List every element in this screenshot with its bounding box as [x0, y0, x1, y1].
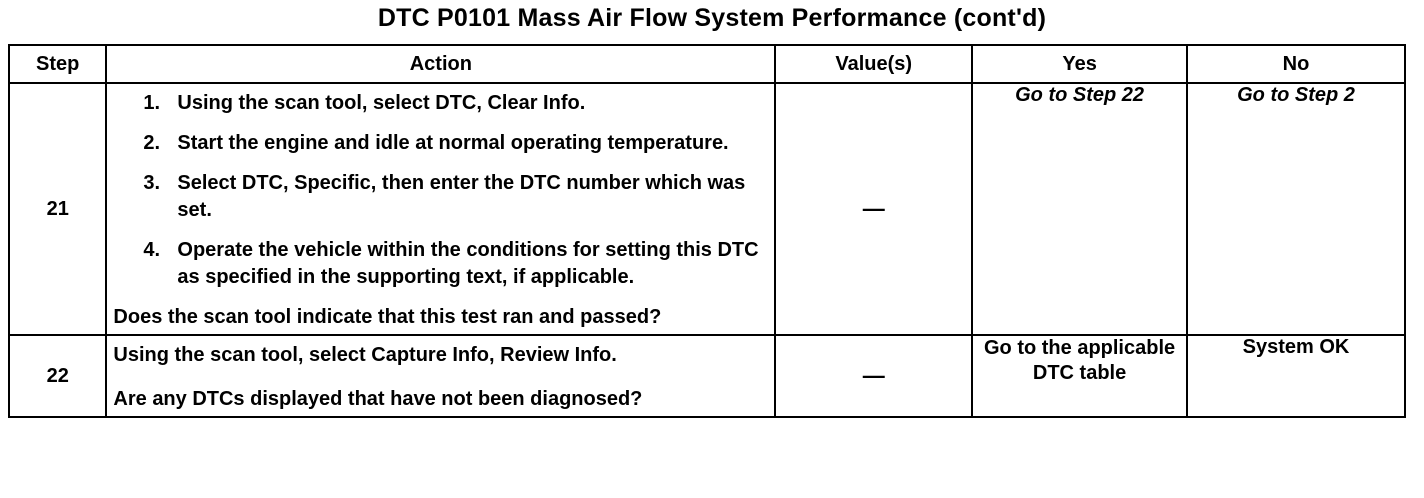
spacer	[111, 368, 768, 384]
table-row: 21 1. Using the scan tool, select DTC, C…	[7, 82, 1406, 336]
column-header-step: Step	[7, 44, 108, 84]
column-header-no: No	[1186, 44, 1406, 84]
table-header-row: Step Action Value(s) Yes No	[7, 44, 1406, 84]
list-item-text: Start the engine and idle at normal oper…	[177, 132, 729, 154]
list-item-number: 2.	[143, 132, 161, 154]
column-header-action: Action	[105, 44, 777, 84]
action-cell: 1. Using the scan tool, select DTC, Clea…	[105, 82, 777, 336]
page-title: DTC P0101 Mass Air Flow System Performan…	[377, 4, 1047, 32]
list-item: 3. Select DTC, Specific, then enter the …	[111, 170, 768, 224]
table-header: Step Action Value(s) Yes No	[7, 44, 1406, 84]
list-item-number: 4.	[143, 239, 161, 261]
list-item-text: Operate the vehicle within the condition…	[177, 239, 759, 288]
action-cell: Using the scan tool, select Capture Info…	[105, 334, 777, 418]
table-body: 21 1. Using the scan tool, select DTC, C…	[7, 82, 1406, 418]
yes-cell: Go to Step 22	[971, 82, 1189, 336]
yes-cell: Go to the applicable DTC table	[971, 334, 1189, 418]
list-item-number: 1.	[143, 92, 161, 114]
list-item-number: 3.	[143, 172, 161, 194]
step-number: 21	[7, 82, 108, 336]
step-number: 22	[7, 334, 108, 418]
value-cell: —	[774, 82, 974, 336]
list-item: 4. Operate the vehicle within the condit…	[111, 237, 768, 291]
table-row: 22 Using the scan tool, select Capture I…	[7, 334, 1406, 418]
list-item: 1. Using the scan tool, select DTC, Clea…	[111, 90, 768, 117]
list-item-text: Using the scan tool, select DTC, Clear I…	[177, 92, 586, 114]
action-instruction: Using the scan tool, select Capture Info…	[113, 344, 617, 366]
value-cell: —	[774, 334, 974, 418]
list-item: 2. Start the engine and idle at normal o…	[111, 130, 768, 157]
no-cell: Go to Step 2	[1186, 82, 1406, 336]
column-header-yes: Yes	[971, 44, 1189, 84]
no-action-text: Go to Step 2	[1237, 84, 1355, 106]
column-header-value: Value(s)	[774, 44, 974, 84]
diagnostic-table: Step Action Value(s) Yes No 21 1. Using …	[7, 44, 1406, 418]
list-item-text: Select DTC, Specific, then enter the DTC…	[177, 172, 746, 221]
no-cell: System OK	[1186, 334, 1406, 418]
action-question: Are any DTCs displayed that have not bee…	[113, 388, 643, 410]
yes-action-text: Go to Step 22	[1015, 84, 1145, 106]
action-question: Does the scan tool indicate that this te…	[113, 306, 662, 328]
action-step-list: 1. Using the scan tool, select DTC, Clea…	[111, 90, 768, 291]
